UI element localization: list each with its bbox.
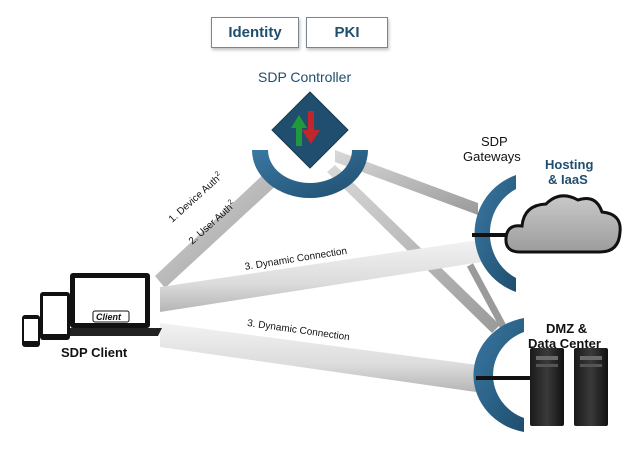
hosting-gateway-arc: [474, 175, 516, 292]
upper-dynamic-pipe: [160, 240, 482, 312]
identity-label: Identity: [228, 24, 282, 41]
client-screen-label: Client: [96, 312, 122, 322]
pki-label: PKI: [334, 24, 360, 41]
hosting-label-line1: Hosting: [545, 157, 594, 172]
server-icons: [530, 348, 608, 426]
controller-diamond: [271, 91, 349, 169]
datacenter-label-line1: DMZ &: [546, 321, 588, 336]
client-devices: [22, 273, 162, 347]
lower-dynamic-pipe: [160, 323, 478, 392]
up-arrow-icon: [291, 115, 307, 146]
datacenter-gateway-arc: [473, 318, 524, 432]
pki-box: PKI: [306, 17, 388, 48]
datacenter-label-line2: Data Center: [528, 336, 601, 351]
cloud-icon: [504, 194, 622, 254]
server-right-icon: [574, 348, 608, 426]
gateways-title-line2: Gateways: [463, 149, 521, 164]
controller-to-datacenter-link: [327, 165, 500, 333]
client-title: SDP Client: [61, 345, 128, 360]
auth-pipe: [155, 170, 282, 288]
controller-title: SDP Controller: [258, 69, 352, 85]
hosting-label-line2: & IaaS: [548, 172, 588, 187]
server-left-icon: [530, 348, 564, 426]
controller-arc: [252, 150, 368, 198]
controller-to-hosting-link: [335, 150, 478, 215]
down-arrow-icon: [302, 111, 320, 144]
gateway-to-gateway-link: [466, 263, 509, 332]
controller-gateway-links: [327, 150, 500, 333]
gateways-title-line1: SDP: [481, 134, 508, 149]
identity-box: Identity: [211, 17, 299, 48]
